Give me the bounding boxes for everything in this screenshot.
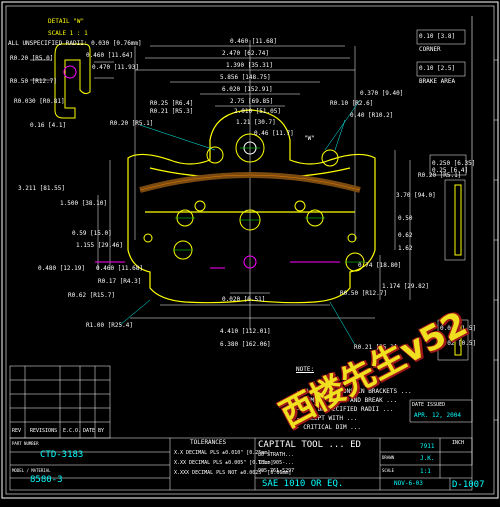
model-no: 8580-3 <box>30 475 63 485</box>
rev-col-revisions: REVISIONS <box>30 428 58 434</box>
model-label: MODEL / MATERIAL <box>12 468 51 473</box>
dim-left-10: R0.62 [R15.7] <box>68 292 115 299</box>
detail-radii-note: ALL UNSPECIFIED RADII: 0.030 [0.76mm] <box>8 40 142 47</box>
dim-right-7: 1.62 <box>398 245 413 252</box>
backing-plate-outline <box>127 109 376 304</box>
tol-row-3: X.XXX DECIMAL PLS NOT ±0.0025" [0.06mm] <box>174 470 292 476</box>
rev-col-eco: E.C.O. <box>63 428 82 434</box>
rev-col-rev: REV <box>12 428 22 434</box>
drawing-date: NOV-6-03 <box>394 480 423 487</box>
detail-dim-5: R0.030 [R0.81] <box>14 98 65 105</box>
side-box-1: 0.10 [3.8] <box>419 33 456 40</box>
dim-right-11: R0.21 [R5.3] <box>354 344 398 351</box>
company-addr-3: 905-761-5297 <box>258 468 295 474</box>
dim-left-2: R0.20 [R5.1] <box>110 120 154 127</box>
tol-row-1: X.X DECIMAL PLS ±0.010" [0.25mm] <box>174 450 271 456</box>
detail-scale: SCALE 1 : 1 <box>48 30 88 37</box>
dim-left-1: R0.21 [R5.3] <box>150 108 194 115</box>
tol-row-2: X.XX DECIMAL PLS ±0.005" [0.13mm] <box>174 460 274 466</box>
note-5: - CRITICAL DIM ... <box>296 424 362 431</box>
dim-top-8: 0.46 [11.7] <box>254 130 294 137</box>
side-dim-3: 0.06 [1.5] <box>440 325 477 332</box>
notes-header: NOTE: <box>296 366 315 373</box>
side-box-2: CORNER <box>419 46 441 53</box>
part-no-label: PART NUMBER <box>12 441 39 446</box>
dim-left-9: R0.17 [R4.3] <box>98 278 142 285</box>
dim-top-1: 2.470 [62.74] <box>222 50 269 57</box>
dim-right-9: 1.174 [29.82] <box>382 283 429 290</box>
scale-value: 1:1 <box>420 468 431 475</box>
date-issued: APR. 12, 2004 <box>414 412 461 419</box>
company-addr-2: TEL: 905-... <box>258 460 295 466</box>
dim-right-3: R0.20 [R5.1] <box>418 172 462 179</box>
detail-w-view <box>54 43 91 119</box>
note-1: - ALL DIMENSIONS IN BRACKETS ... <box>296 388 412 395</box>
detail-ref: "W" <box>304 135 315 142</box>
dim-top-7: 1.21 [30.7] <box>236 119 276 126</box>
company-addr-1: 80 STRATH... <box>258 452 295 458</box>
side-dim-2: 0.25 [6.4] <box>432 167 469 174</box>
dim-left-5: 0.59 [15.0] <box>72 230 112 237</box>
material: SAE 1010 OR EQ. <box>262 479 344 489</box>
friction-material-area <box>139 172 361 193</box>
drawn-by: J.K. <box>420 455 435 462</box>
dim-right-6: 0.62 <box>398 232 413 239</box>
detail-dim-4: R0.50 [R12.7] <box>10 78 57 85</box>
note-2: - REMOVE BURRS AND BREAK ... <box>296 397 398 404</box>
side-box-3: 0.10 [2.5] <box>419 65 456 72</box>
dim-top-2: 1.390 [35.31] <box>226 62 273 69</box>
drawing-number: D-1007 <box>452 480 485 490</box>
dim-right-1: R0.10 [R2.6] <box>330 100 374 107</box>
revision-table <box>9 365 111 439</box>
side-dim-4: 0.02 [0.5] <box>440 340 477 347</box>
title-block <box>9 399 473 491</box>
side-dim-1: 0.250 [6.35] <box>432 160 476 167</box>
date-issued-label: DATE ISSUED <box>412 402 446 408</box>
rev-col-by: BY <box>98 428 105 434</box>
dim-top-3: 5.856 [148.75] <box>220 74 271 81</box>
detail-title: DETAIL "W" <box>48 18 85 25</box>
company-name: CAPITAL TOOL ... ED <box>258 440 361 450</box>
dim-bottom-1: 4.410 [112.01] <box>220 328 271 335</box>
dim-left-8: 0.460 [11.68] <box>96 265 143 272</box>
dim-right-0: 0.370 [9.40] <box>360 90 404 97</box>
dim-top-0: 0.460 [11.68] <box>230 38 277 45</box>
dim-right-4: 3.70 [94.0] <box>396 192 436 199</box>
dim-left-3: 3.211 [81.55] <box>18 185 65 192</box>
dim-left-4: 1.500 [38.10] <box>60 200 107 207</box>
drawn-label: DRAWN <box>382 455 395 460</box>
side-box-4: BRAKE AREA <box>419 78 456 85</box>
note-3: - ALL UNSPECIFIED RADII ... <box>296 406 394 413</box>
dim-right-8: 0.74 [18.80] <box>358 262 402 269</box>
dim-bottom-2: 6.380 [162.06] <box>220 341 271 348</box>
detail-dim-6: 0.16 [4.1] <box>30 122 67 129</box>
note-4: - EXCEPT WITH ... <box>296 415 358 422</box>
rev-col-date: DATE <box>83 428 96 434</box>
dim-bottom-0: 0.020 [0.51] <box>222 296 266 303</box>
dim-top-4: 6.020 [152.91] <box>222 86 273 93</box>
detail-dim-2: 0.460 [11.64] <box>86 52 133 59</box>
dim-top-6: 2.010 [51.05] <box>234 108 281 115</box>
detail-dim-3: 0.470 [11.93] <box>92 64 139 71</box>
dim-top-5: 2.75 [69.85] <box>230 98 274 105</box>
dim-left-6: 1.155 [29.46] <box>76 242 123 249</box>
part-no: CTD-3183 <box>40 450 84 460</box>
dim-right-5: 0.50 <box>398 215 413 222</box>
scale-label: SCALE <box>382 468 395 473</box>
dim-left-7: 0.480 [12.19] <box>38 265 85 272</box>
unit-label: INCH <box>452 440 465 446</box>
detail-dim-1: R0.20 [R5.0] <box>10 55 54 62</box>
tolerances-title: TOLERANCES <box>190 439 227 446</box>
dim-left-0: R0.25 [R6.4] <box>150 100 194 107</box>
rev-number: 7911 <box>420 443 435 450</box>
dim-right-10: R0.50 [R12.7] <box>340 290 387 297</box>
dim-left-11: R1.00 [R25.4] <box>86 322 133 329</box>
mounting-holes <box>143 133 365 272</box>
dim-right-2: 0.40 [R10.2] <box>350 112 394 119</box>
